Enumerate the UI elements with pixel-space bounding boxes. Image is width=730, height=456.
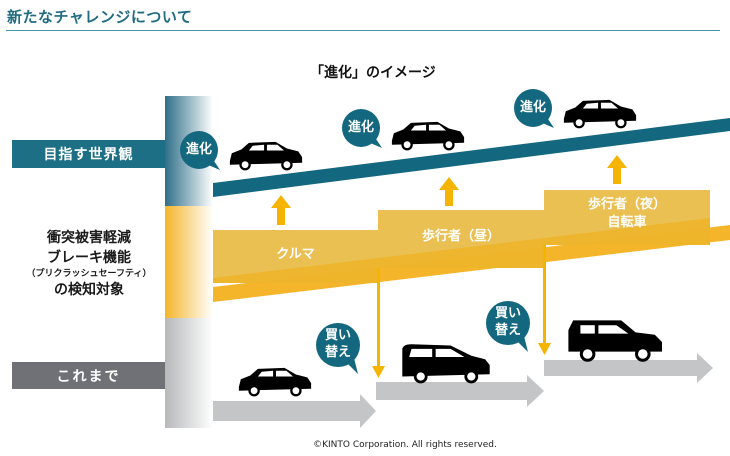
row-band-middle xyxy=(165,206,213,318)
title-divider xyxy=(6,30,720,31)
replacement-bubble xyxy=(316,301,530,374)
arrow-up-icon xyxy=(271,155,627,225)
detection-label-line3: （プリクラッシュセーフティ） xyxy=(26,269,152,279)
replacement-line2: 替え xyxy=(324,345,351,360)
replacement-bubble-label: 買い 替え xyxy=(488,305,528,339)
detection-label-line4: の検知対象 xyxy=(54,282,124,298)
detection-box-pedestrian-night-label: 歩行者（夜） 自転車 xyxy=(544,196,710,232)
detection-night-line2: 自転車 xyxy=(607,215,647,230)
car-silhouette-icon xyxy=(568,320,662,362)
replacement-line2: 替え xyxy=(494,323,521,338)
replacement-line1: 買い xyxy=(494,306,521,321)
replacement-bubble-label: 買い 替え xyxy=(318,327,358,361)
car-silhouette-icon xyxy=(402,344,490,384)
row-label-until-now: これまで xyxy=(12,362,165,389)
detection-label-line2: ブレーキ機能 xyxy=(47,250,131,266)
evolution-bubble-label: 進化 xyxy=(185,142,212,157)
evolution-bubble-label: 進化 xyxy=(519,100,546,115)
evolution-bubble-label: 進化 xyxy=(347,120,374,135)
detection-box-car-label: クルマ xyxy=(276,247,315,262)
arrow-down-icon xyxy=(372,245,551,378)
diagram-title: 「進化」のイメージ xyxy=(310,65,436,81)
car-silhouette-icon xyxy=(563,99,637,129)
copyright: ©KINTO Corporation. All rights reserved. xyxy=(313,440,497,450)
row-band-bottom xyxy=(165,318,213,428)
row-label-vision: 目指す世界観 xyxy=(12,140,165,168)
detection-label-line1: 衝突被害軽減 xyxy=(47,230,131,246)
detection-night-line1: 歩行者（夜） xyxy=(587,197,666,212)
car-silhouette-icon xyxy=(229,141,303,171)
page-title: 新たなチャレンジについて xyxy=(7,8,193,26)
evolution-bubble xyxy=(180,89,554,170)
row-label-detection: 衝突被害軽減 ブレーキ機能 （プリクラッシュセーフティ） の検知対象 xyxy=(14,228,164,300)
car-silhouette-icon xyxy=(391,121,465,151)
replacement-line1: 買い xyxy=(324,328,351,343)
detection-box-pedestrian-day-label: 歩行者（昼） xyxy=(421,229,500,244)
car-silhouette-icon xyxy=(238,367,312,397)
vision-road xyxy=(213,118,730,197)
